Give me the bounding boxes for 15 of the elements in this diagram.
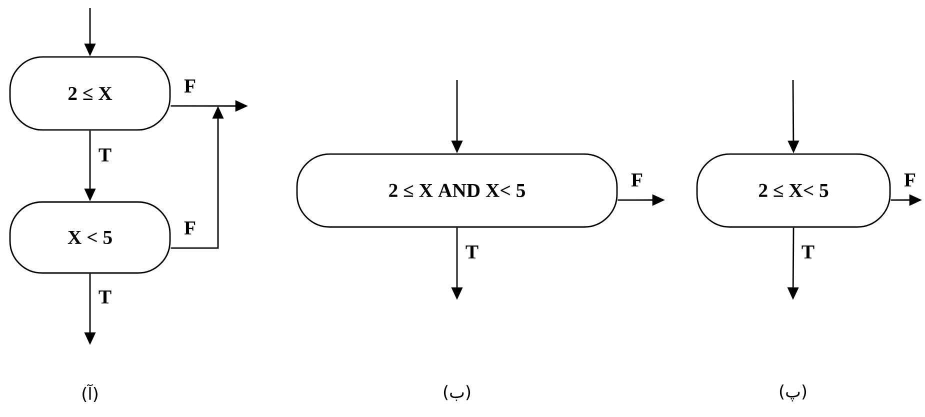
panel-label: (ب) — [444, 385, 470, 401]
terminal-box: X < 5 — [9, 201, 171, 274]
panel-label: (پ) — [780, 384, 806, 402]
edge-label: T — [466, 246, 478, 258]
edge-label: T — [98, 148, 112, 162]
edge-label: F — [184, 222, 196, 234]
edge-label: F — [904, 174, 916, 186]
terminal-box: 2 ≤ X< 5 — [696, 153, 891, 228]
terminal-box: 2 ≤ X — [9, 56, 171, 131]
edge-label: T — [802, 246, 814, 258]
panel-label: (آ) — [82, 384, 98, 402]
edge-label: F — [184, 80, 196, 92]
edge-label: F — [631, 174, 642, 186]
terminal-box: 2 ≤ X AND X< 5 — [296, 153, 618, 228]
edge-label: T — [98, 290, 112, 304]
